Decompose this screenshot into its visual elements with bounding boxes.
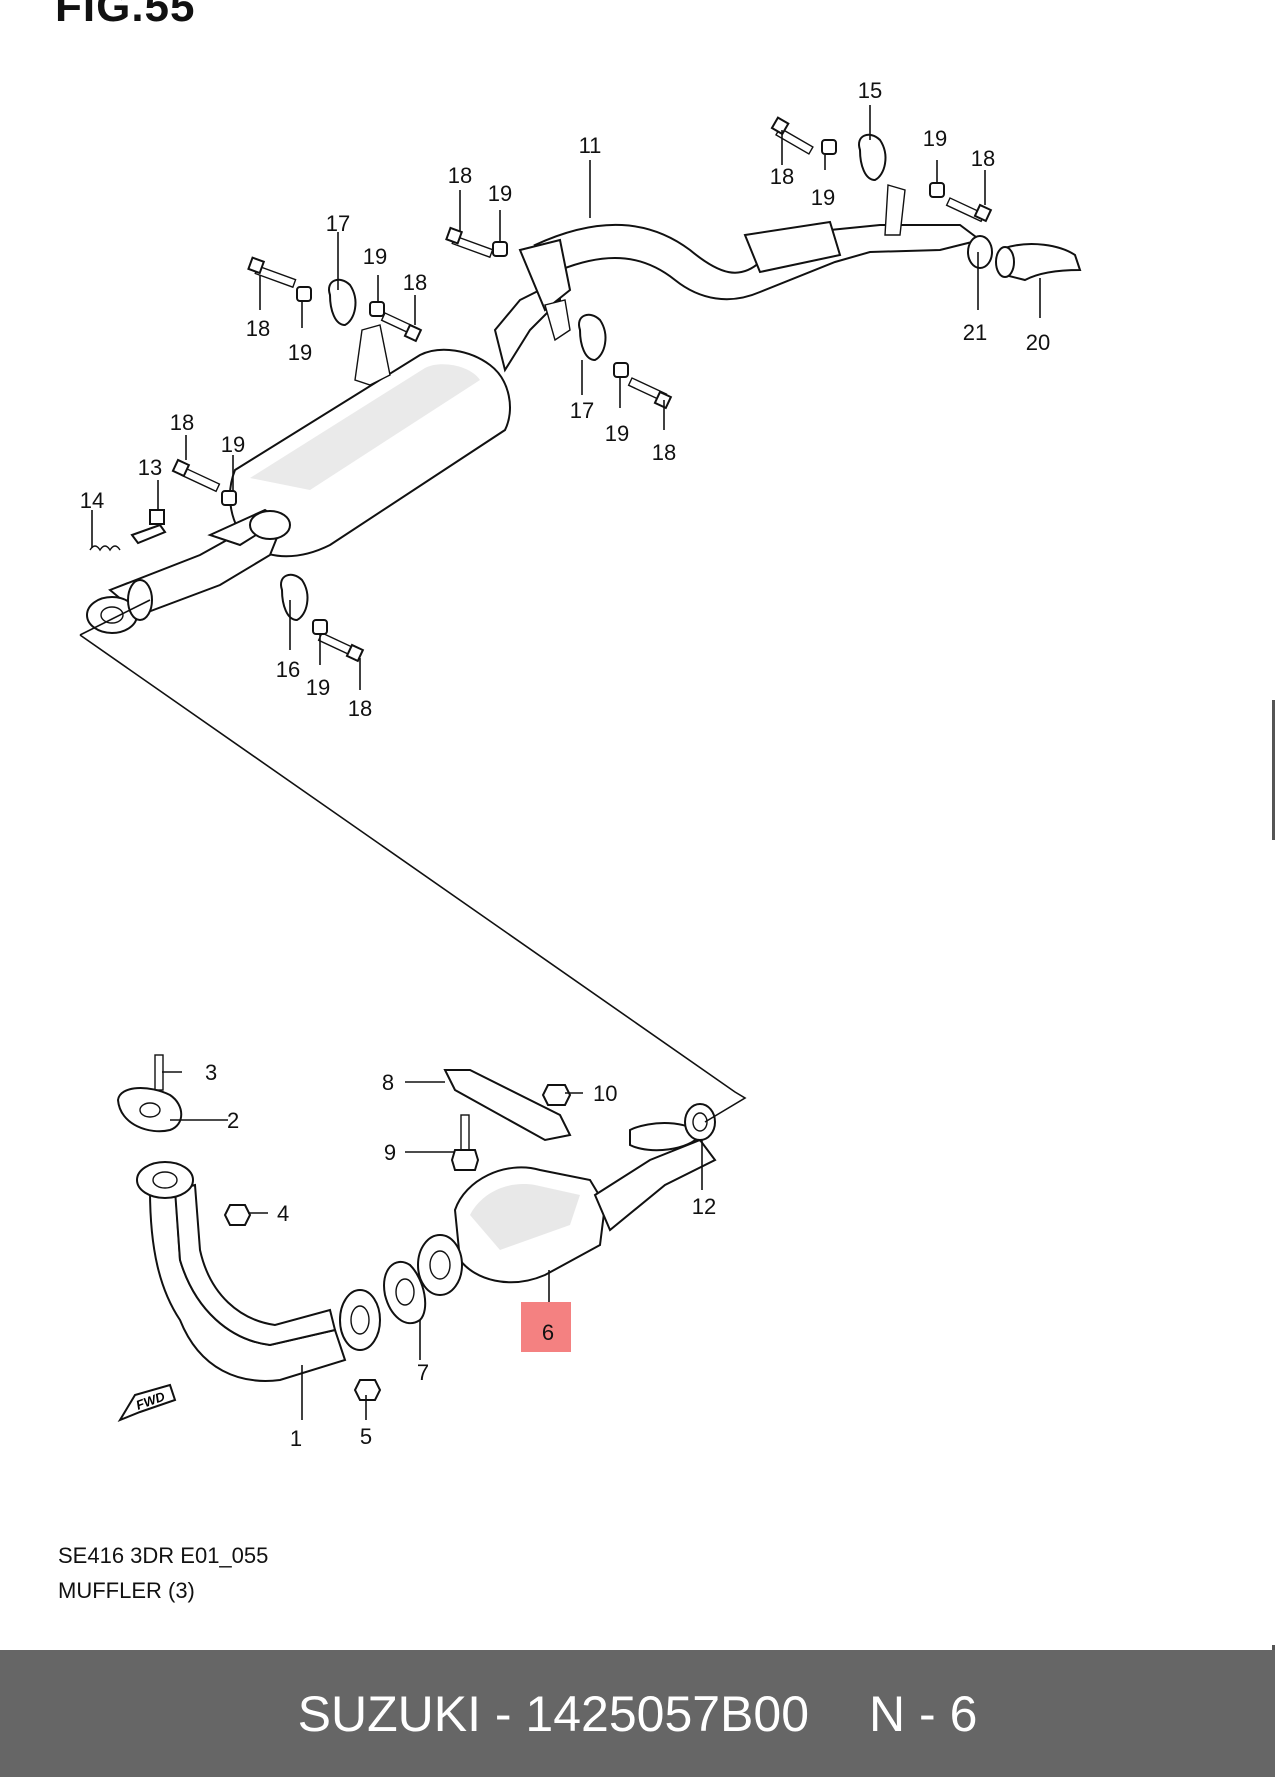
highlighted-part-box (521, 1302, 571, 1352)
callout-18: 18 (652, 440, 676, 465)
callout-18: 18 (348, 696, 372, 721)
callout-19: 19 (288, 340, 312, 365)
callout-4: 4 (277, 1201, 289, 1226)
callout-20: 20 (1026, 330, 1050, 355)
fwd-arrow-icon: FWD (117, 1383, 177, 1423)
diagram-name: MUFFLER (3) (58, 1578, 195, 1603)
callout-18: 18 (403, 270, 427, 295)
callout-labels: 15 11 19 18 18 19 18 19 17 19 18 18 19 2… (80, 78, 1050, 1451)
callout-16: 16 (276, 657, 300, 682)
callout-3: 3 (205, 1060, 217, 1085)
callout-17: 17 (326, 211, 350, 236)
front-pipe (136, 1161, 381, 1382)
footer-part-number: 1425057B00 (525, 1685, 810, 1742)
edge-marker (1272, 1645, 1275, 1650)
callout-19: 19 (488, 181, 512, 206)
callout-13: 13 (138, 455, 162, 480)
callout-5: 5 (360, 1424, 372, 1449)
diagram-code: SE416 3DR E01_055 (58, 1543, 269, 1568)
callout-1: 1 (290, 1426, 302, 1451)
front-gaskets-and-studs (116, 1054, 427, 1401)
footer-bar: SUZUKI - 1425057B00 N - 6 (0, 1650, 1275, 1777)
center-pipe (86, 508, 291, 634)
callout-19: 19 (923, 126, 947, 151)
leader-lines (91, 105, 1041, 1420)
callout-8: 8 (382, 1070, 394, 1095)
callout-21: 21 (963, 320, 987, 345)
connector-line (79, 599, 747, 1123)
exhaust-exploded-diagram: FWD (79, 78, 1082, 1451)
footer-separator: - (480, 1685, 526, 1742)
callout-18: 18 (971, 146, 995, 171)
callout-12: 12 (692, 1194, 716, 1219)
callout-2: 2 (227, 1108, 239, 1133)
footer-brand: SUZUKI (297, 1685, 481, 1742)
main-muffler (229, 238, 572, 558)
callout-6-highlighted: 6 (542, 1320, 554, 1345)
footer-reference: N - 6 (869, 1685, 978, 1742)
callout-18: 18 (170, 410, 194, 435)
callout-10: 10 (593, 1081, 617, 1106)
callout-19: 19 (605, 421, 629, 446)
callout-19: 19 (221, 432, 245, 457)
callout-19: 19 (363, 244, 387, 269)
callout-19: 19 (811, 185, 835, 210)
callout-14: 14 (80, 488, 104, 513)
figure-title: FIG.55 (55, 0, 196, 31)
callout-18: 18 (770, 164, 794, 189)
callout-11: 11 (579, 133, 602, 158)
rear-pipe-assembly (533, 184, 1082, 301)
callout-17: 17 (570, 398, 594, 423)
callout-7: 7 (417, 1360, 429, 1385)
callout-9: 9 (384, 1140, 396, 1165)
edge-marker (1272, 700, 1275, 840)
callout-18: 18 (246, 316, 270, 341)
catalytic-converter (417, 1069, 717, 1296)
upper-fasteners (89, 116, 993, 663)
callout-19: 19 (306, 675, 330, 700)
callout-18: 18 (448, 163, 472, 188)
callout-15: 15 (858, 78, 882, 103)
